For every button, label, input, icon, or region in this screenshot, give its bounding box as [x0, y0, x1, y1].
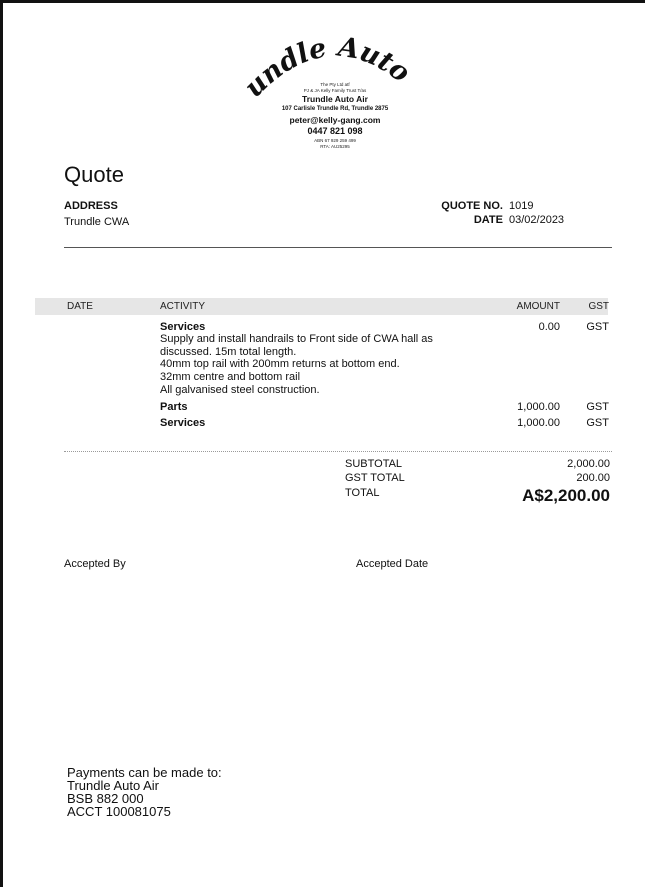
row-activity: Services [160, 321, 206, 333]
col-header-gst: GST [588, 301, 609, 312]
row-description-line: 32mm centre and bottom rail [160, 371, 301, 383]
row-amount: 1,000.00 [517, 417, 560, 429]
row-activity: Services [160, 417, 206, 429]
divider [64, 247, 612, 248]
letterhead-line1: The Pty Ltd atf [320, 82, 350, 87]
business-address: 107 Carlisle Trundle Rd, Trundle 2875 [281, 106, 389, 112]
business-email: peter@kelly-gang.com [289, 115, 381, 125]
address-value: Trundle CWA [64, 216, 130, 228]
row-gst: GST [586, 401, 609, 413]
total-label: TOTAL [345, 487, 380, 499]
letterhead: Trundle Auto Air The Pty Ltd atf PJ & JA… [230, 28, 440, 149]
col-header-activity: ACTIVITY [160, 301, 206, 312]
business-abn: ABN 67 929 259 499 [314, 138, 356, 143]
table-header [35, 298, 608, 315]
row-description-line: All galvanised steel construction. [160, 384, 320, 396]
payment-heading: Payments can be made to: [67, 765, 222, 780]
row-gst: GST [586, 417, 609, 429]
gst-total-value: 200.00 [576, 472, 610, 484]
quote-no-label: QUOTE NO. [441, 200, 503, 212]
accepted-date-label: Accepted Date [356, 558, 429, 570]
quote-no-value: 1019 [509, 200, 534, 212]
subtotal-value: 2,000.00 [567, 458, 610, 470]
row-amount: 0.00 [538, 321, 560, 333]
date-value: 03/02/2023 [509, 214, 565, 226]
letterhead-line2: PJ & JA Kelly Family Trust T/as [303, 88, 367, 93]
date-label: DATE [473, 214, 503, 226]
row-gst: GST [586, 321, 609, 333]
page-title: Quote [64, 162, 124, 187]
totals-divider [64, 451, 612, 452]
business-rta: RTA: AU25295 [320, 144, 350, 149]
row-description-line: discussed. 15m total length. [160, 346, 297, 358]
gst-total-label: GST TOTAL [345, 472, 405, 484]
scan-edge-left [0, 0, 3, 887]
company-logo: Trundle Auto Air [230, 28, 424, 104]
subtotal-label: SUBTOTAL [345, 458, 403, 470]
col-header-amount: AMOUNT [516, 301, 560, 312]
scan-edge-top [0, 0, 645, 3]
col-header-date: DATE [67, 301, 93, 312]
payment-account: ACCT 100081075 [67, 804, 171, 819]
row-activity: Parts [160, 401, 188, 413]
address-label: ADDRESS [64, 200, 118, 212]
row-amount: 1,000.00 [517, 401, 560, 413]
row-description-line: 40mm top rail with 200mm returns at bott… [160, 358, 400, 370]
payment-bsb: BSB 882 000 [67, 791, 144, 806]
business-name: Trundle Auto Air [302, 94, 368, 104]
payment-name: Trundle Auto Air [67, 778, 160, 793]
row-description-line: Supply and install handrails to Front si… [160, 333, 433, 345]
total-value: A$2,200.00 [522, 486, 610, 505]
accepted-by-label: Accepted By [64, 558, 126, 570]
business-phone: 0447 821 098 [307, 126, 363, 136]
